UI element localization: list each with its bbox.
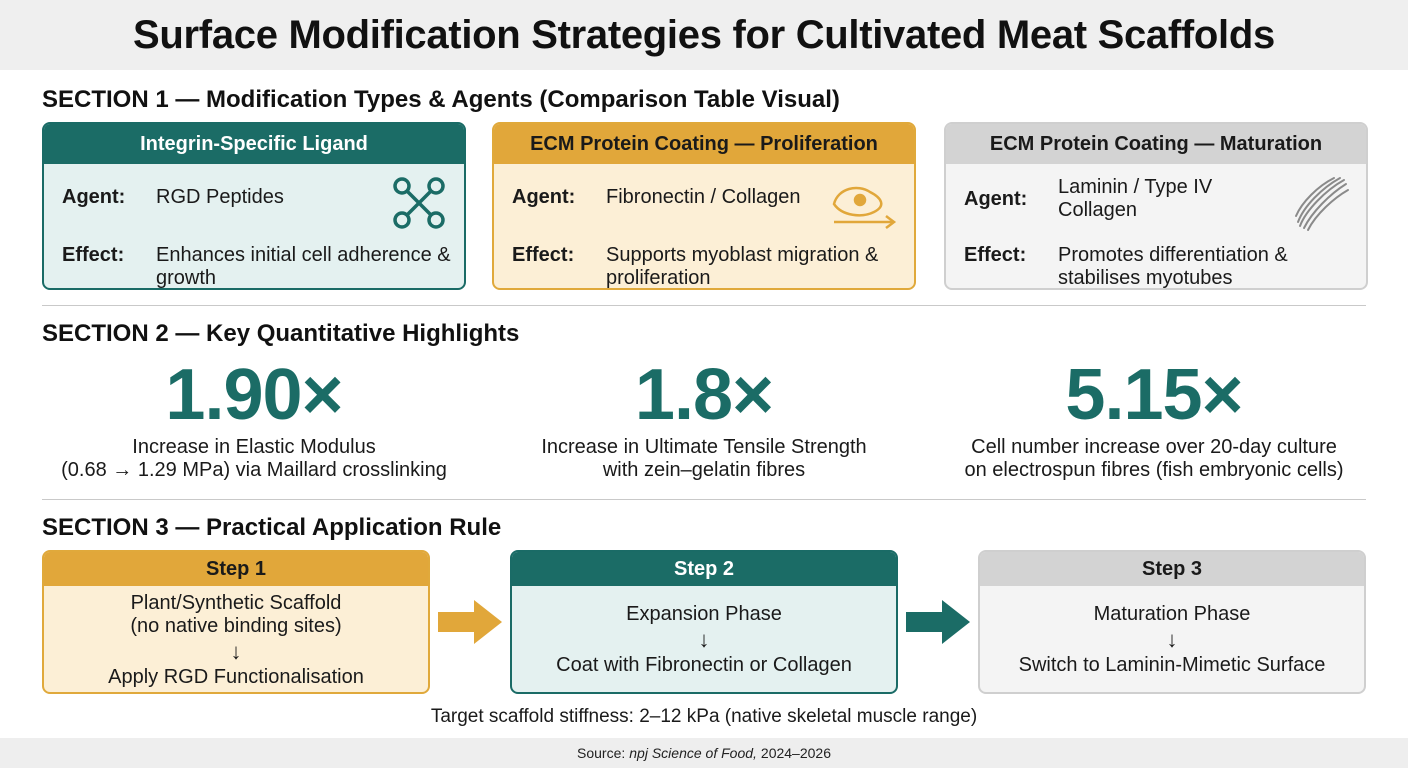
effect-label: Effect: bbox=[512, 244, 575, 266]
stat-cell-number: 5.15× Cell number increase over 20-day c… bbox=[934, 358, 1374, 482]
divider bbox=[42, 305, 1366, 306]
card-ecm-maturation: ECM Protein Coating — Maturation Agent: … bbox=[944, 122, 1368, 290]
down-arrow-icon: ↓ bbox=[1166, 627, 1178, 652]
down-arrow-icon: ↓ bbox=[230, 638, 242, 664]
step-action: Coat with Fibronectin or Collagen bbox=[556, 654, 852, 676]
step-action: Apply RGD Functionalisation bbox=[108, 665, 364, 688]
card-integrin-ligand: Integrin-Specific Ligand Agent: RGD Pept… bbox=[42, 122, 466, 290]
section1-heading: SECTION 1 — Modification Types & Agents … bbox=[42, 86, 840, 113]
section3-heading: SECTION 3 — Practical Application Rule bbox=[42, 514, 502, 541]
effect-label: Effect: bbox=[62, 244, 125, 266]
right-arrow-icon bbox=[906, 600, 970, 644]
step-action: Switch to Laminin-Mimetic Surface bbox=[1018, 654, 1326, 676]
effect-label: Effect: bbox=[964, 244, 1027, 266]
stat-description-line1: Cell number increase over 20-day culture bbox=[971, 436, 1337, 458]
source-prefix: Source: bbox=[577, 745, 626, 761]
agent-value: RGD Peptides bbox=[156, 186, 284, 208]
stat-description-line1: Increase in Elastic Modulus bbox=[132, 436, 376, 458]
step-line1: Plant/Synthetic Scaffold bbox=[130, 591, 342, 614]
stat-value: 5.15× bbox=[1065, 355, 1243, 435]
stat-value: 1.8× bbox=[634, 355, 774, 435]
step-2-box: Step 2 Expansion Phase ↓ Coat with Fibro… bbox=[510, 550, 898, 694]
right-arrow-icon bbox=[438, 600, 502, 644]
section2-heading: SECTION 2 — Key Quantitative Highlights bbox=[42, 320, 520, 347]
step-line2: (no native binding sites) bbox=[130, 614, 342, 637]
page-title: Surface Modification Strategies for Cult… bbox=[133, 12, 1275, 57]
molecule-icon bbox=[393, 177, 445, 229]
stat-elastic-modulus: 1.90× Increase in Elastic Modulus (0.68 … bbox=[34, 358, 474, 482]
source-years: 2024–2026 bbox=[760, 745, 831, 761]
effect-value: Promotes differentiation & stabilises my… bbox=[1058, 244, 1288, 289]
step-1-box: Step 1 Plant/Synthetic Scaffold (no nati… bbox=[42, 550, 430, 694]
divider bbox=[42, 499, 1366, 500]
migrating-cell-icon bbox=[832, 186, 897, 229]
card-title: Integrin-Specific Ligand bbox=[44, 124, 464, 164]
card-ecm-proliferation: ECM Protein Coating — Proliferation Agen… bbox=[492, 122, 916, 290]
stat-description-line2: on electrospun fibres (fish embryonic ce… bbox=[964, 459, 1344, 481]
muscle-fibre-icon bbox=[1295, 177, 1349, 231]
stat-description-line2: (0.68 → 1.29 MPa) via Maillard crosslink… bbox=[61, 459, 447, 481]
card-title: ECM Protein Coating — Maturation bbox=[946, 124, 1366, 164]
source-journal: npj Science of Food, bbox=[629, 745, 757, 761]
source-bar: Source: npj Science of Food, 2024–2026 bbox=[0, 738, 1408, 768]
agent-value: Laminin / Type IV Collagen bbox=[1058, 176, 1213, 221]
step-label: Step 3 bbox=[980, 552, 1364, 586]
step-label: Step 2 bbox=[512, 552, 896, 586]
step-3-box: Step 3 Maturation Phase ↓ Switch to Lami… bbox=[978, 550, 1366, 694]
stat-value: 1.90× bbox=[165, 355, 343, 435]
effect-value: Supports myoblast migration & proliferat… bbox=[606, 244, 879, 289]
step-label: Step 1 bbox=[44, 552, 428, 586]
step-line1: Expansion Phase bbox=[626, 603, 782, 625]
down-arrow-icon: ↓ bbox=[698, 627, 710, 652]
agent-value: Fibronectin / Collagen bbox=[606, 186, 801, 208]
stat-tensile-strength: 1.8× Increase in Ultimate Tensile Streng… bbox=[484, 358, 924, 482]
agent-label: Agent: bbox=[512, 186, 576, 208]
stiffness-note: Target scaffold stiffness: 2–12 kPa (nat… bbox=[430, 706, 978, 727]
stat-description-line1: Increase in Ultimate Tensile Strength bbox=[541, 436, 867, 458]
agent-label: Agent: bbox=[964, 188, 1028, 210]
step-line1: Maturation Phase bbox=[1093, 603, 1251, 625]
agent-label: Agent: bbox=[62, 186, 126, 208]
stat-description-line2: with zein–gelatin fibres bbox=[602, 459, 806, 481]
effect-value: Enhances initial cell adherence & growth bbox=[156, 244, 451, 289]
card-title: ECM Protein Coating — Proliferation bbox=[494, 124, 914, 164]
title-bar: Surface Modification Strategies for Cult… bbox=[0, 0, 1408, 70]
